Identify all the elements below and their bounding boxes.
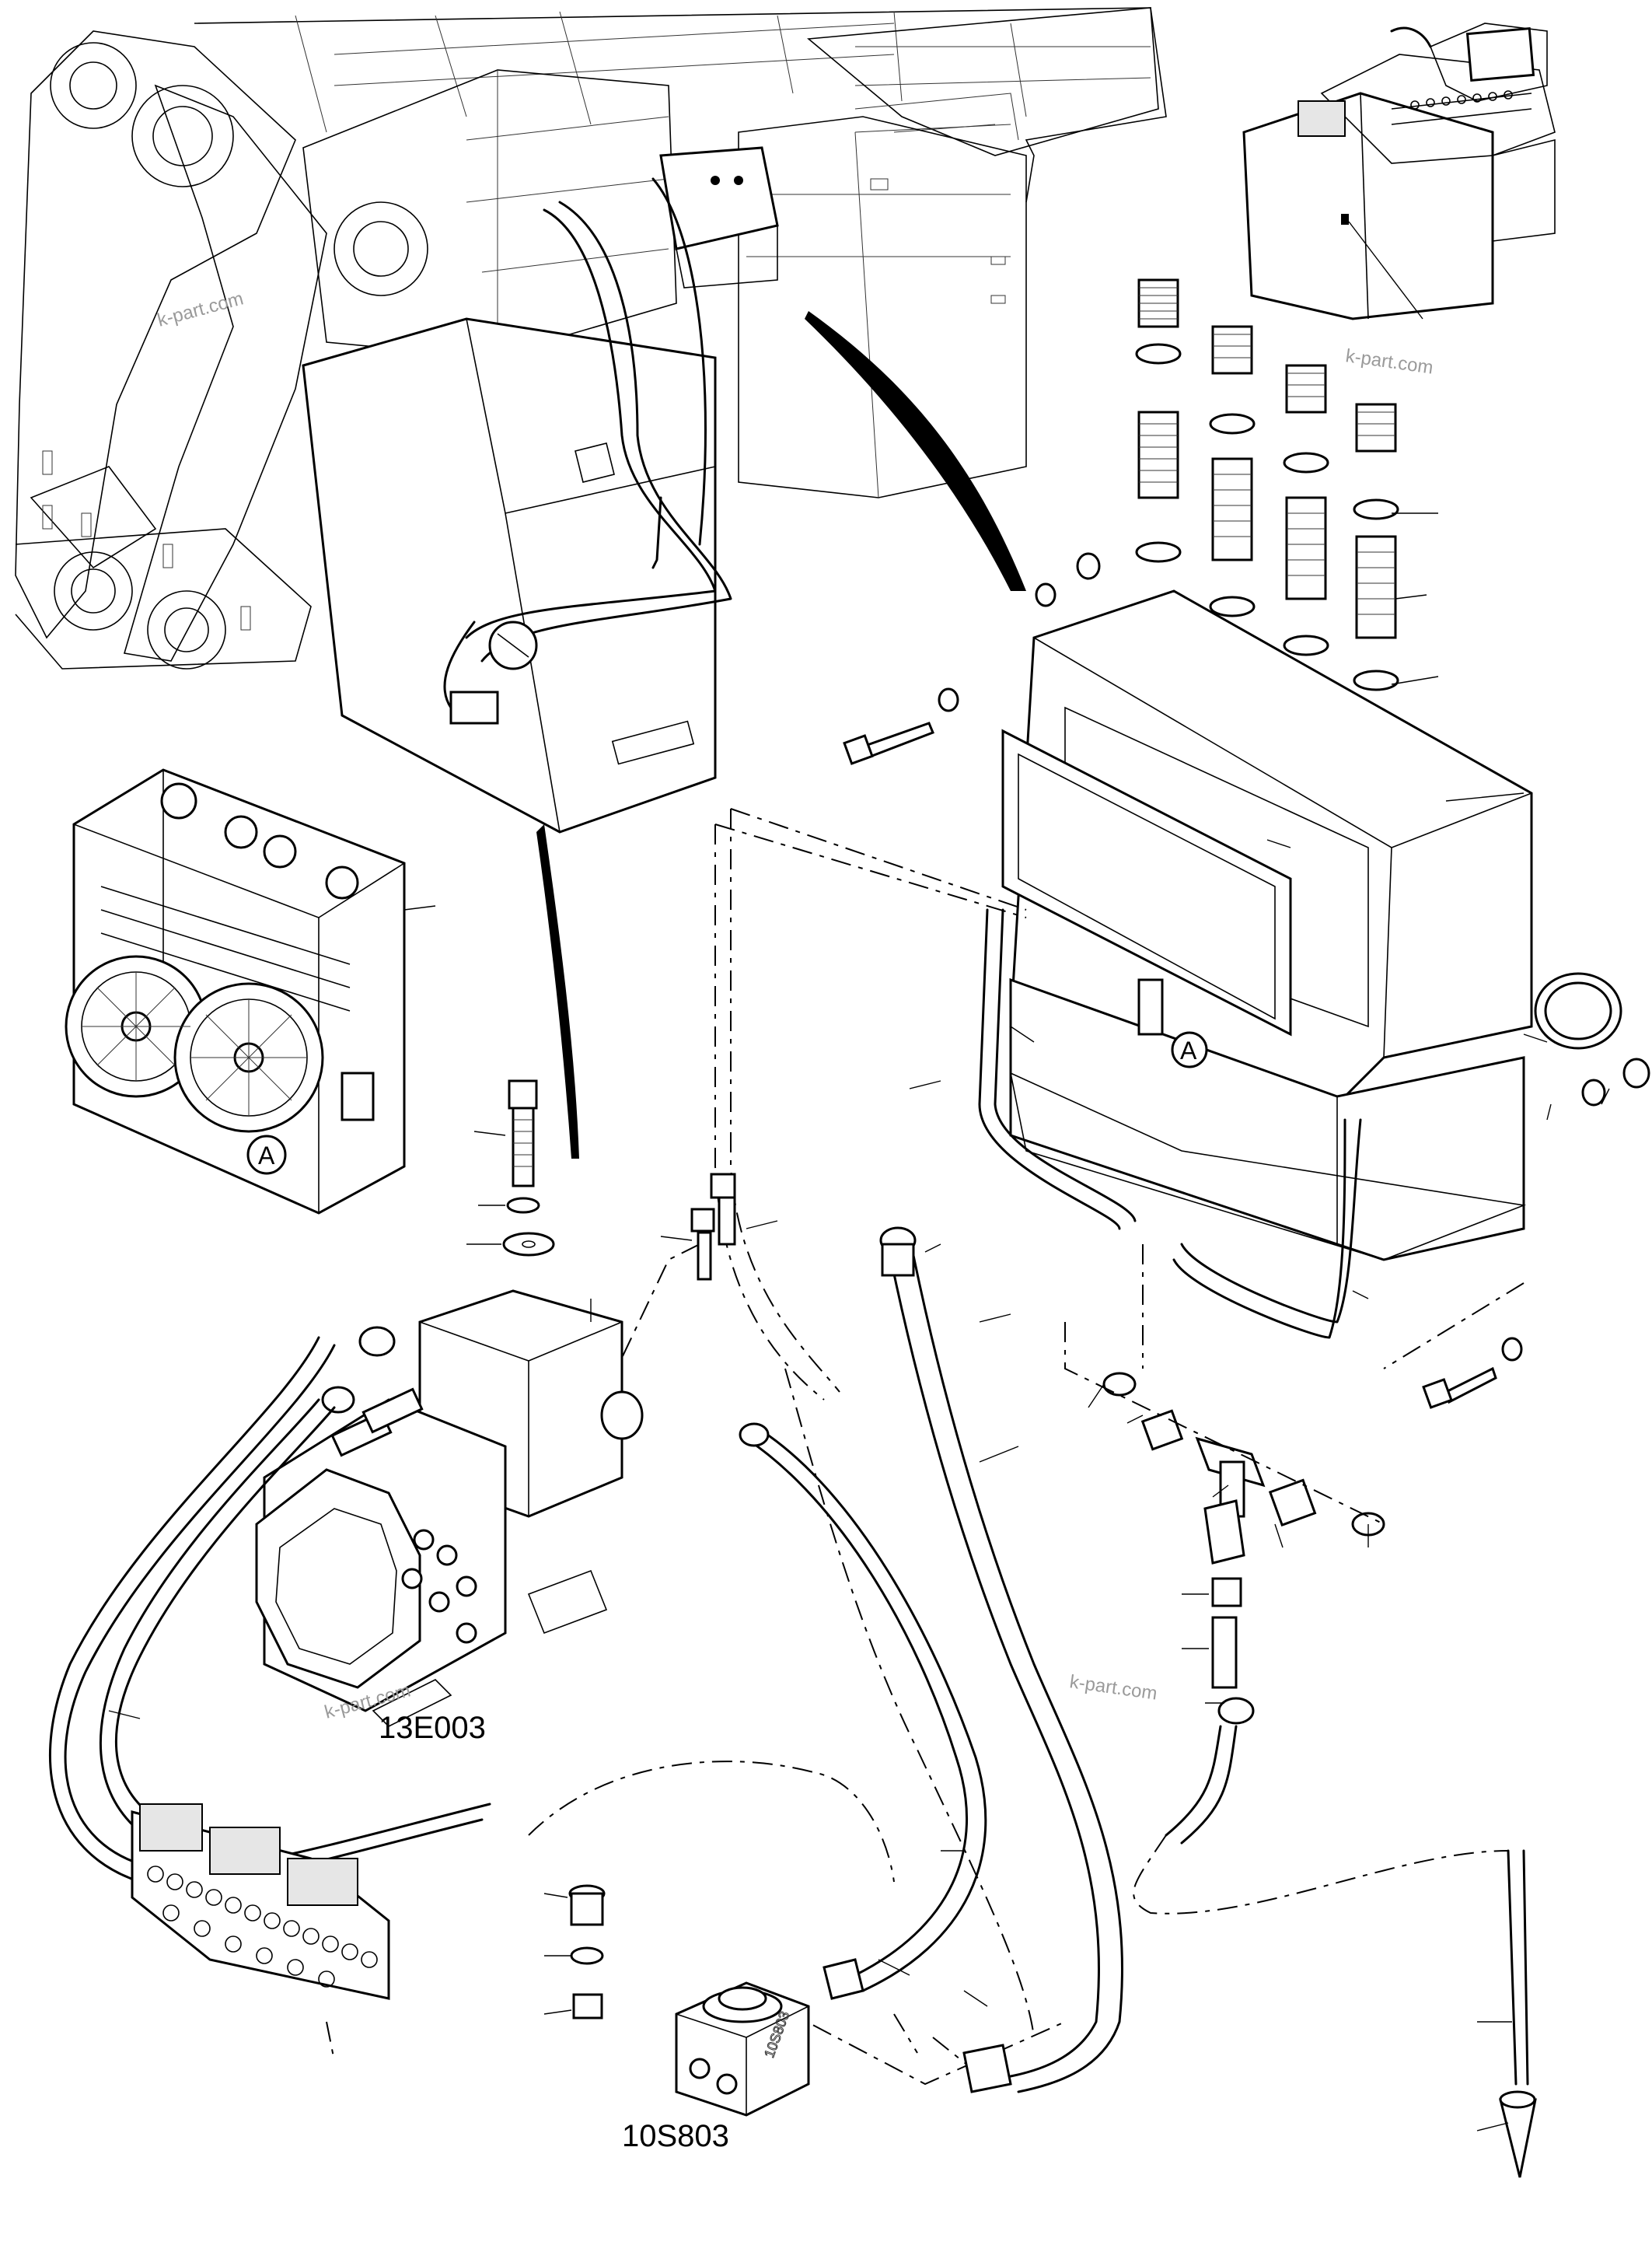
console-buttons <box>1410 90 1513 110</box>
location-arrow-2 <box>536 824 579 1159</box>
terminal-block <box>131 1803 390 2000</box>
detail-callout-a-right: A <box>1180 1037 1197 1065</box>
location-arrow-1 <box>805 311 1026 591</box>
housing-bolt <box>843 552 1101 765</box>
refrigerant-hoses <box>739 1226 1123 2093</box>
compressor <box>255 1289 644 1727</box>
part-leader-lines <box>878 792 1610 2007</box>
bushing-stack <box>543 1884 606 2019</box>
machine-frame-assembly <box>15 7 1167 834</box>
rotary-switch: 10S803 <box>675 1981 810 2117</box>
detail-callout-a-left: A <box>258 1142 275 1170</box>
evaporator-housing: A <box>1001 589 1533 1261</box>
watermark-top-right: k-part.com <box>1344 345 1434 379</box>
ring-clamp <box>1534 972 1650 1107</box>
switch-label: 10S803 <box>622 2119 729 2153</box>
drain-pipe <box>978 908 1362 1339</box>
drain-probe <box>1476 1849 1537 2178</box>
operator-console <box>1242 23 1556 320</box>
compressor-label: 13E003 <box>379 1711 486 1745</box>
terminal-holes <box>147 1866 378 1988</box>
watermark-bottom-right: k-part.com <box>1068 1671 1158 1705</box>
hose-end-fittings <box>660 1173 778 1281</box>
bracket-bolt <box>1422 1337 1523 1409</box>
fitting-set <box>1102 1372 1385 1845</box>
condenser-unit: A <box>65 768 436 1215</box>
mounting-bolt-stack <box>466 1079 555 1257</box>
